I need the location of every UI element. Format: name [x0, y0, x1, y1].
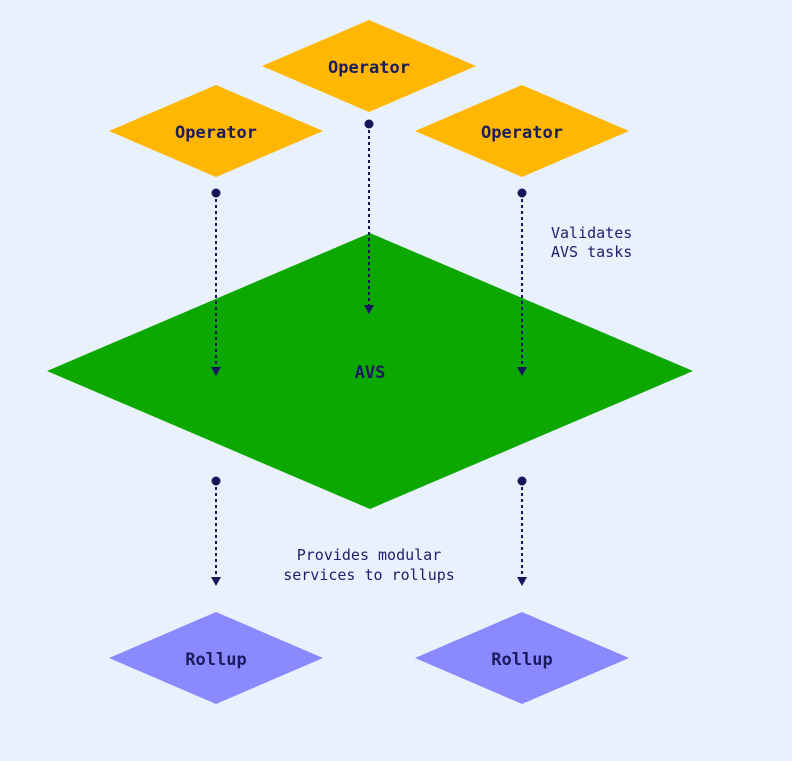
connector-avs-to-rollup-left — [211, 476, 221, 586]
annotation-provides-line2: services to rollups — [283, 566, 455, 584]
connector-operator-right-to-avs — [517, 188, 527, 376]
operator-left-label: Operator — [175, 123, 257, 143]
rollup-node-left: Rollup — [109, 612, 323, 704]
annotation-provides: Provides modular services to rollups — [283, 546, 455, 584]
rollup-right-label: Rollup — [491, 650, 552, 670]
operator-top-label: Operator — [328, 58, 410, 78]
operator-node-top: Operator — [262, 20, 476, 112]
annotation-validates-line1: Validates — [551, 224, 632, 242]
rollup-node-right: Rollup — [415, 612, 629, 704]
operator-right-label: Operator — [481, 123, 563, 143]
operator-node-left: Operator — [109, 85, 323, 177]
connector-avs-to-rollup-right — [517, 476, 527, 586]
annotation-validates-line2: AVS tasks — [551, 243, 632, 261]
avs-label: AVS — [355, 363, 386, 383]
annotation-validates: Validates AVS tasks — [551, 224, 632, 261]
annotation-provides-line1: Provides modular — [297, 546, 442, 564]
rollup-left-label: Rollup — [185, 650, 246, 670]
connector-operator-top-to-avs — [364, 119, 374, 314]
avs-node: AVS — [47, 233, 693, 509]
connector-operator-left-to-avs — [211, 188, 221, 376]
operator-node-right: Operator — [415, 85, 629, 177]
